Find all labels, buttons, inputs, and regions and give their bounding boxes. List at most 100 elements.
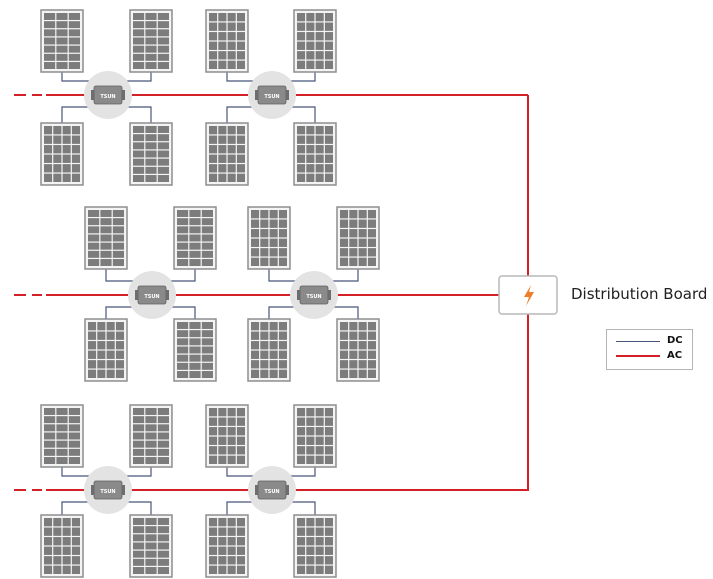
panel-cell <box>349 331 358 340</box>
panel-cell <box>68 13 80 20</box>
panel-cell <box>201 354 213 362</box>
panel-cell <box>133 534 145 542</box>
panel-cell <box>218 164 227 173</box>
panel-cell <box>324 32 333 41</box>
panel-cell <box>340 350 349 359</box>
panel-cell <box>71 145 80 154</box>
panel-cell <box>68 29 80 37</box>
panel-cell <box>133 518 145 525</box>
panel-cell <box>358 350 367 359</box>
panel-cell <box>112 234 124 242</box>
panel-cell <box>209 408 218 417</box>
panel-cell <box>44 416 56 424</box>
panel-cell <box>157 29 169 37</box>
panel-cell <box>278 322 287 331</box>
panel-cell <box>324 126 333 135</box>
panel-cell <box>227 173 236 182</box>
panel-cell <box>97 360 106 369</box>
panel-cell <box>44 556 53 565</box>
panel-cell <box>100 259 112 266</box>
panel-cell <box>340 257 349 266</box>
panel-cell <box>324 13 333 22</box>
panel-cell <box>227 60 236 69</box>
panel-cell <box>297 518 306 527</box>
panel-cell <box>278 229 287 238</box>
panel-cell <box>157 416 169 424</box>
panel-cell <box>306 455 315 464</box>
panel-cell <box>56 21 68 29</box>
panel-cell <box>62 145 71 154</box>
panel-cell <box>145 432 157 440</box>
panel-cell <box>177 362 189 370</box>
panel-cell <box>218 145 227 154</box>
panel-cell <box>53 537 62 546</box>
panel-cell <box>71 556 80 565</box>
inverter-bracket <box>286 485 289 495</box>
panel-cell <box>189 210 201 217</box>
panel-cell <box>349 248 358 257</box>
panel-cell <box>97 341 106 350</box>
panel-cell <box>269 248 278 257</box>
dc-wire <box>226 72 264 82</box>
panel-cell <box>227 13 236 22</box>
panel-cell <box>68 45 80 53</box>
panel-cell <box>145 166 157 174</box>
panel-cell <box>358 210 367 219</box>
panel-cell <box>340 341 349 350</box>
panel-cell <box>306 546 315 555</box>
panel-cell <box>236 556 245 565</box>
panel-cell <box>367 210 376 219</box>
panel-cell <box>236 13 245 22</box>
panel-cell <box>177 322 189 329</box>
panel-cell <box>297 154 306 163</box>
panel-cell <box>88 331 97 340</box>
panel-cell <box>278 350 287 359</box>
panel-cell <box>53 126 62 135</box>
panel-cell <box>306 527 315 536</box>
panel-cell <box>145 37 157 45</box>
solar-panel <box>129 404 173 468</box>
panel-cell <box>358 360 367 369</box>
panel-cell <box>133 142 145 150</box>
panel-cell <box>236 565 245 574</box>
panel-cell <box>189 242 201 250</box>
panel-cell <box>100 242 112 250</box>
panel-cell <box>68 416 80 424</box>
panel-cell <box>251 341 260 350</box>
panel-cell <box>324 41 333 50</box>
panel-cell <box>218 565 227 574</box>
panel-cell <box>297 565 306 574</box>
panel-cell <box>145 416 157 424</box>
panel-cell <box>44 13 56 20</box>
panel-cell <box>297 446 306 455</box>
panel-cell <box>260 350 269 359</box>
panel-cell <box>145 457 157 464</box>
panel-cell <box>177 354 189 362</box>
panel-cell <box>53 556 62 565</box>
panel-cell <box>133 29 145 37</box>
solar-panel <box>129 9 173 73</box>
panel-cell <box>100 210 112 217</box>
panel-cell <box>260 248 269 257</box>
panel-cell <box>44 448 56 456</box>
panel-cell <box>133 158 145 166</box>
panel-cell <box>340 360 349 369</box>
panel-cell <box>236 60 245 69</box>
panel-cell <box>201 242 213 250</box>
panel-cell <box>145 126 157 133</box>
panel-cell <box>133 567 145 574</box>
panel-cell <box>56 37 68 45</box>
panel-cell <box>53 527 62 536</box>
panel-cell <box>218 427 227 436</box>
panel-cell <box>367 360 376 369</box>
panel-cell <box>189 338 201 346</box>
panel-cell <box>53 518 62 527</box>
panel-cell <box>269 350 278 359</box>
panel-cell <box>218 546 227 555</box>
inverter-bracket <box>122 90 125 100</box>
panel-cell <box>367 350 376 359</box>
panel-cell <box>145 550 157 558</box>
panel-cell <box>218 446 227 455</box>
inverter-bracket <box>122 485 125 495</box>
panel-cell <box>112 218 124 226</box>
